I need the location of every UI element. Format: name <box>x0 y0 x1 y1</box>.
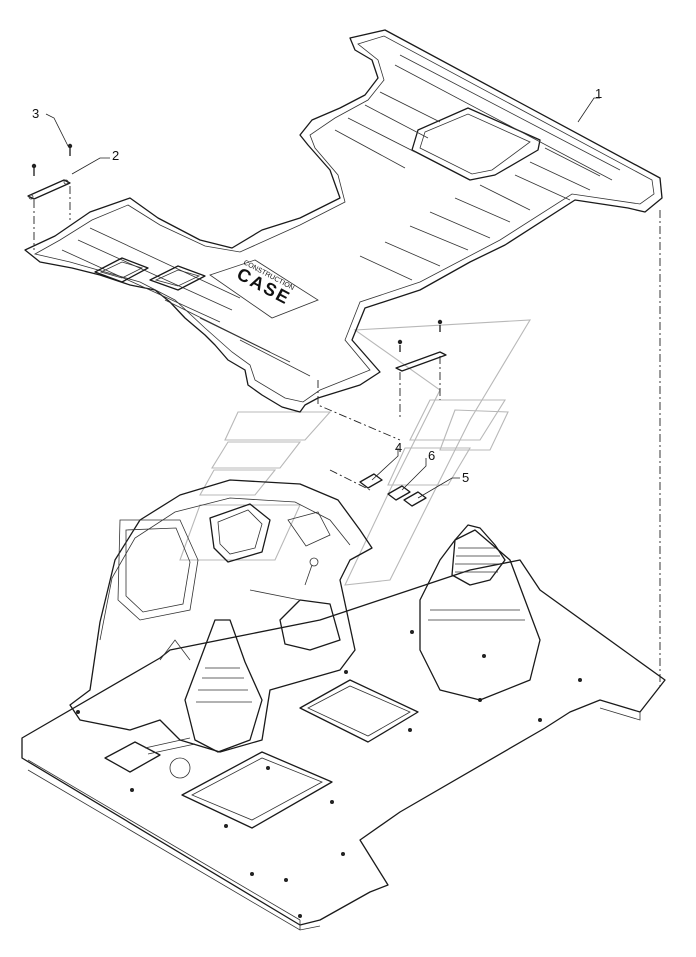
callout-1: 1 <box>595 86 602 101</box>
watermark-logo <box>179 319 532 586</box>
screw-part-3 <box>31 143 73 176</box>
callout-5: 5 <box>462 470 469 485</box>
pads <box>359 473 427 507</box>
cab-floor-plate <box>21 559 666 931</box>
left-console <box>69 479 373 753</box>
callout-3: 3 <box>32 106 39 121</box>
right-console <box>410 524 541 701</box>
callout-6: 6 <box>428 448 435 463</box>
floor-mat-part-1 <box>24 29 663 413</box>
pad-part-6 <box>387 485 411 501</box>
clip-center <box>395 319 447 372</box>
callout-labels: 1 2 3 4 5 6 <box>32 86 602 485</box>
assembly-lines <box>33 186 661 690</box>
clip-part-2 <box>27 179 71 200</box>
callout-2: 2 <box>112 148 119 163</box>
callout-4: 4 <box>395 440 402 455</box>
pad-part-4 <box>359 473 383 489</box>
pad-part-5 <box>403 491 427 507</box>
callout-leaders <box>45 97 600 499</box>
